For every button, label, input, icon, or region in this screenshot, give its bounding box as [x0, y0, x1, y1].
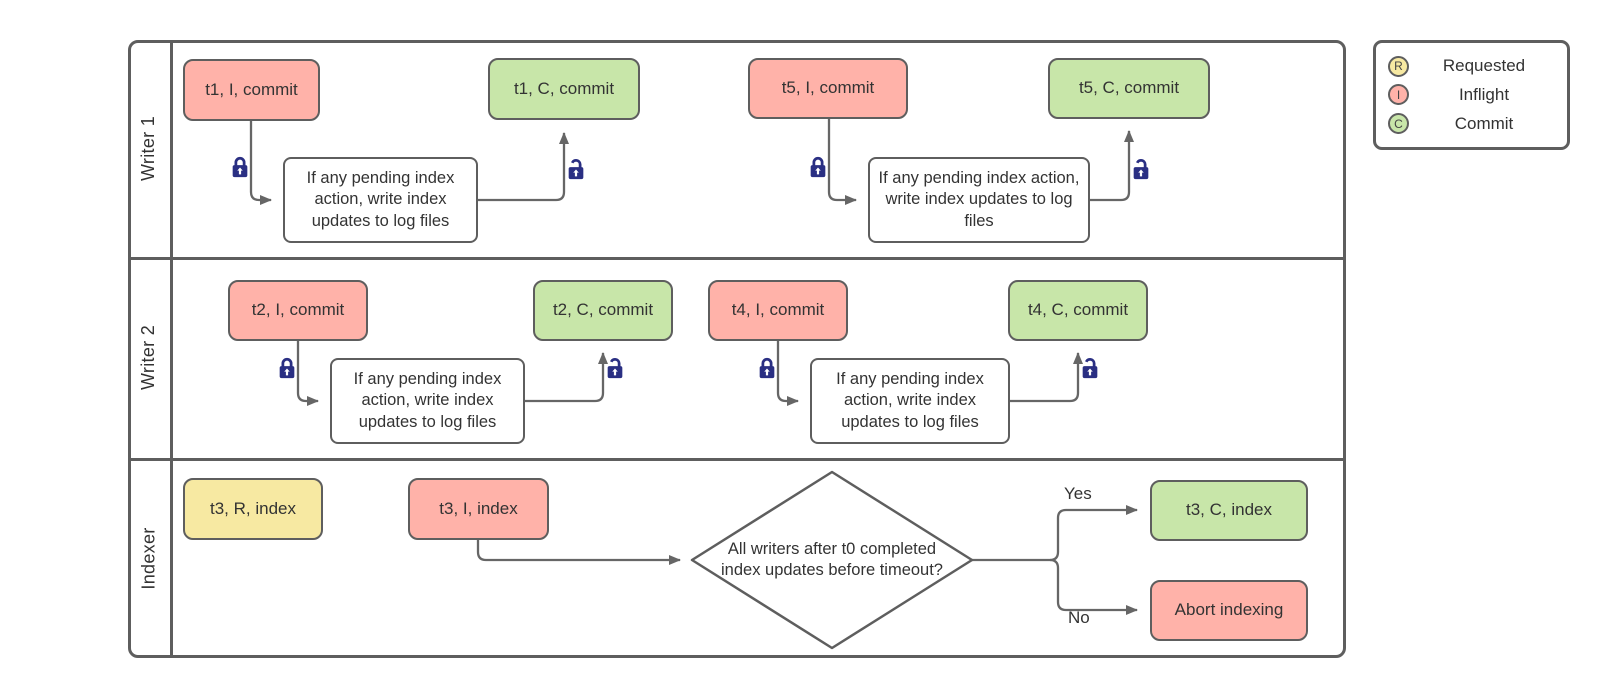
lane-writer1-header: Writer 1 [128, 40, 170, 257]
lane-divider-2 [128, 458, 1346, 461]
lock-closed-icon [279, 357, 295, 379]
node-t1-inflight: t1, I, commit [183, 59, 320, 121]
node-t5-commit: t5, C, commit [1048, 58, 1210, 119]
lock-open-icon [568, 158, 584, 180]
process-box-writer1-flow2: If any pending index action, write index… [868, 157, 1090, 243]
lane-label-divider [170, 40, 173, 658]
lock-open-icon [1133, 158, 1149, 180]
legend: R Requested I Inflight C Commit [1373, 40, 1570, 150]
node-t5-inflight: t5, I, commit [748, 58, 908, 119]
no-label: No [1068, 608, 1090, 627]
node-t4-commit: t4, C, commit [1008, 280, 1148, 341]
lock-open-icon [607, 357, 623, 379]
lane-label-writer-1: Writer 1 [138, 115, 159, 182]
lane-label-writer-2: Writer 2 [138, 324, 159, 391]
lock-closed-icon [232, 156, 248, 178]
inflight-state-icon: I [1388, 84, 1409, 106]
node-t3-commit: t3, C, index [1150, 480, 1308, 541]
lock-closed-icon [759, 357, 775, 379]
process-box-writer2-flow2: If any pending index action, write index… [810, 358, 1010, 444]
process-box-writer2-flow1: If any pending index action, write index… [330, 358, 525, 444]
node-t2-inflight: t2, I, commit [228, 280, 368, 341]
lock-open-icon [1082, 357, 1098, 379]
legend-item-requested: R Requested [1388, 55, 1555, 77]
node-abort-indexing: Abort indexing [1150, 580, 1308, 641]
node-t3-requested: t3, R, index [183, 478, 323, 540]
lock-closed-icon [810, 156, 826, 178]
legend-item-inflight: I Inflight [1388, 84, 1555, 106]
legend-label: Inflight [1458, 84, 1510, 104]
legend-item-commit: C Commit [1388, 113, 1555, 135]
decision-text: All writers after t0 completed index upd… [721, 539, 943, 579]
node-t4-inflight: t4, I, commit [708, 280, 848, 341]
legend-label: Commit [1454, 113, 1514, 133]
lane-divider-1 [128, 257, 1346, 260]
node-t3-inflight: t3, I, index [408, 478, 549, 540]
yes-label: Yes [1064, 484, 1092, 503]
requested-state-icon: R [1388, 55, 1409, 77]
lane-label-indexer: Indexer [138, 526, 159, 590]
legend-label: Requested [1442, 56, 1526, 76]
node-t2-commit: t2, C, commit [533, 280, 673, 341]
commit-state-icon: C [1388, 113, 1409, 135]
lane-writer2-header: Writer 2 [128, 257, 170, 458]
node-t1-commit: t1, C, commit [488, 58, 640, 120]
lane-indexer-header: Indexer [128, 458, 170, 658]
process-box-writer1-flow1: If any pending index action, write index… [283, 157, 478, 243]
